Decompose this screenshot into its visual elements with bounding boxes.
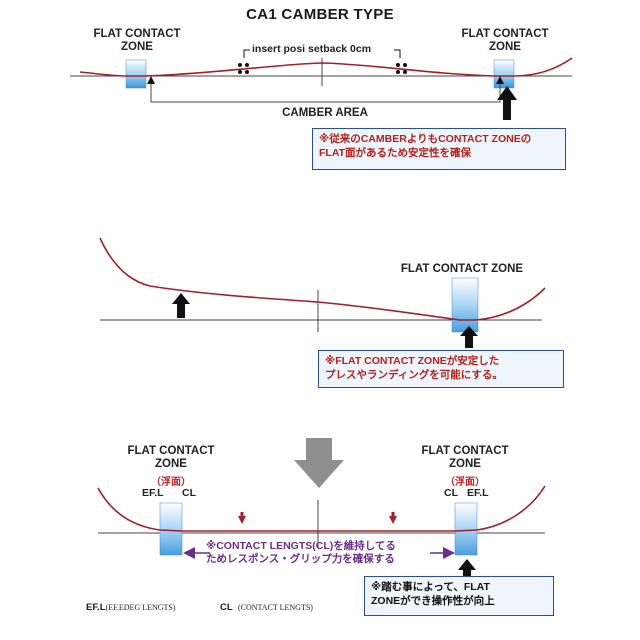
panel2-graphics — [99, 237, 546, 348]
footer-cl-full: (CONTACT LENGTS) — [237, 603, 313, 612]
insert-bracket — [243, 49, 401, 58]
panel3-left-cl-label: CL — [182, 487, 196, 499]
panel1-camber-curve — [79, 57, 573, 77]
panel3-up-arrow — [458, 559, 476, 584]
panel3-right-zone-label: FLAT CONTACT ZONE — [410, 445, 520, 471]
camber-area-left-tick — [147, 76, 155, 84]
panel3-purple-note: ※CONTACT LENGTS(CL)を維持してる ためレスポンス・グリップ力を… — [206, 540, 396, 566]
panel1-up-arrow — [497, 86, 517, 120]
footer-cl: CL (CONTACT LENGTS) — [220, 602, 313, 613]
panel3-left-zone-label-line2: ZONE — [155, 458, 187, 470]
insert-label: insert posi setback 0cm — [252, 43, 372, 55]
panel2-left-arrow — [172, 293, 190, 318]
panel2-zone-arrow — [460, 326, 478, 348]
panel1-right-zone-label: FLAT CONTACT ZONE — [450, 28, 560, 54]
gray-down-arrow — [294, 438, 344, 488]
panel1-right-zone-label-line1: FLAT CONTACT — [461, 28, 549, 40]
panel2-flat-zone — [451, 277, 479, 333]
footer-efl-full: (EF.EDEG LENGTS) — [105, 603, 176, 612]
panel2-curve — [99, 237, 546, 321]
panel3-left-zone — [159, 502, 183, 556]
panel3-purple-line2: ためレスポンス・グリップ力を確保する — [206, 553, 395, 565]
footer-cl-abbr: CL — [220, 602, 233, 613]
panel3-note-line1: ※踏む事によって、FLAT — [371, 581, 490, 593]
panel3-left-zone-label-line1: FLAT CONTACT — [127, 445, 215, 457]
panel3-graphics — [97, 438, 546, 584]
panel1-left-zone-label: FLAT CONTACT ZONE — [82, 28, 192, 54]
panel2-zone-label: FLAT CONTACT ZONE — [400, 263, 524, 275]
panel3-right-zone — [454, 502, 478, 556]
footer-efl-abbr: EF.L — [86, 602, 106, 613]
panel1-note-line2: FLAT面があるため安定性を確保 — [319, 147, 472, 159]
panel3-right-zone-label-line1: FLAT CONTACT — [421, 445, 509, 457]
camber-area-right-tick — [496, 76, 504, 84]
panel1-note-line1: ※従来のCAMBERよりもCONTACT ZONEの — [319, 133, 532, 145]
panel3-purple-line1: ※CONTACT LENGTS(CL)を維持してる — [206, 540, 396, 552]
red-down-arrow-left — [238, 512, 246, 524]
right-insert-dots — [396, 63, 407, 74]
left-flat-zone — [125, 59, 147, 89]
panel1-left-zone-label-line2: ZONE — [121, 41, 153, 53]
panel3-note-box: ※踏む事によって、FLAT ZONEができ操作性が向上 — [364, 576, 554, 616]
panel3-right-efl-label: EF.L — [467, 487, 489, 499]
panel1-note-box: ※従来のCAMBERよりもCONTACT ZONEの FLAT面があるため安定性… — [312, 128, 566, 170]
panel1-graphics — [70, 49, 573, 120]
footer-efl: EF.L(EF.EDEG LENGTS) — [86, 602, 176, 613]
panel2-note-line2: プレスやランディングを可能にする。 — [325, 369, 503, 381]
red-down-arrow-right — [389, 512, 397, 524]
panel3-left-efl-label: EF.L — [142, 487, 164, 499]
panel3-right-cl-label: CL — [444, 487, 458, 499]
panel3-curve — [97, 485, 546, 532]
panel3-left-float-label: （浮面） — [151, 477, 191, 488]
diagram-title: CA1 CAMBER TYPE — [246, 6, 394, 23]
panel3-left-zone-label: FLAT CONTACT ZONE — [116, 445, 226, 471]
panel3-note-line2: ZONEができ操作性が向上 — [371, 595, 495, 607]
panel1-right-zone-label-line2: ZONE — [489, 41, 521, 53]
panel2-note-box: ※FLAT CONTACT ZONEが安定した プレスやランディングを可能にする… — [318, 350, 564, 388]
panel2-note-line1: ※FLAT CONTACT ZONEが安定した — [325, 355, 500, 367]
camber-area-bracket — [150, 82, 501, 103]
camber-area-label: CAMBER AREA — [282, 107, 368, 119]
panel1-left-zone-label-line1: FLAT CONTACT — [93, 28, 181, 40]
panel3-right-zone-label-line2: ZONE — [449, 458, 481, 470]
left-insert-dots — [238, 63, 249, 74]
panel3-right-float-label: （浮面） — [445, 477, 485, 488]
